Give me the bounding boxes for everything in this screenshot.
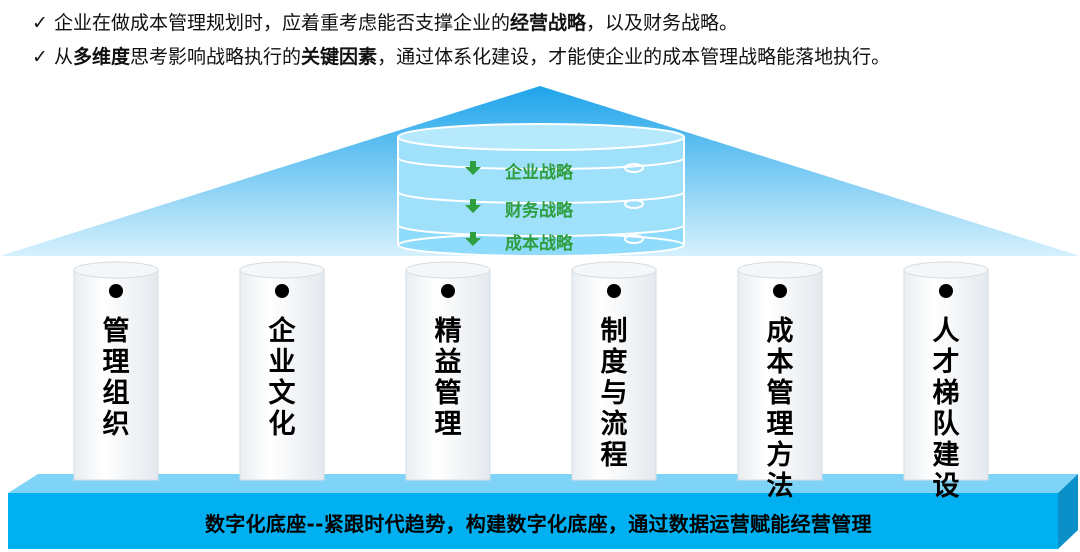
- pillar-bullet-icon: [773, 284, 787, 298]
- pillar-3: [405, 261, 491, 481]
- pillars: [73, 261, 989, 481]
- down-arrow-icon: [465, 199, 481, 213]
- pillar-bullet-icon: [441, 284, 455, 298]
- check-icon: ✓: [32, 46, 48, 68]
- pillar-4: [571, 261, 657, 481]
- status-oval-icon: [624, 199, 644, 209]
- pillar-bullet-icon: [109, 284, 123, 298]
- strategy-label-finance: 财务战略: [505, 201, 573, 221]
- pillar-label-cost-method: 成本管理方法: [766, 316, 794, 502]
- pillar-label-culture: 企业文化: [268, 316, 296, 440]
- pillar-1: [73, 261, 159, 481]
- status-oval-icon: [624, 163, 644, 173]
- strategy-label-cost: 成本战略: [505, 234, 573, 254]
- bullet-text: 企业在做成本管理规划时，应着重考虑能否支撑企业的: [54, 12, 511, 34]
- down-arrow-icon: [465, 232, 481, 246]
- pillar-label-lean: 精益管理: [434, 316, 462, 440]
- pillar-5: [737, 261, 823, 481]
- strategy-database: [397, 123, 685, 257]
- status-oval-icon: [624, 234, 644, 244]
- bullet-line-2: ✓ 从多维度思考影响战略执行的关键因素，通过体系化建设，才能使企业的成本管理战略能…: [32, 40, 890, 74]
- pillar-bullet-icon: [939, 284, 953, 298]
- bullet-emphasis: 多维度: [73, 46, 131, 68]
- pillar-label-organization: 管理组织: [102, 316, 130, 440]
- pillar-2: [239, 261, 325, 481]
- base-caption: 数字化底座--紧跟时代趋势，构建数字化底座，通过数据运营赋能经营管理: [205, 512, 872, 536]
- strategy-label-enterprise: 企业战略: [505, 163, 573, 183]
- pillar-6: [903, 261, 989, 481]
- bullet-emphasis: 关键因素: [301, 46, 378, 68]
- pillar-label-process: 制度与流程: [600, 316, 628, 471]
- bullet-text: 思考影响战略执行的: [130, 46, 302, 68]
- down-arrow-icon: [465, 161, 481, 175]
- bullet-line-1: ✓ 企业在做成本管理规划时，应着重考虑能否支撑企业的经营战略，以及财务战略。: [32, 6, 890, 40]
- check-icon: ✓: [32, 12, 48, 34]
- pillar-bullet-icon: [275, 284, 289, 298]
- bullet-text: 从: [54, 46, 74, 68]
- bullet-text: ，通过体系化建设，才能使企业的成本管理战略能落地执行。: [377, 46, 891, 68]
- bullet-list: ✓ 企业在做成本管理规划时，应着重考虑能否支撑企业的经营战略，以及财务战略。 ✓ 从…: [32, 6, 890, 74]
- pillar-label-talent: 人才梯队建设: [932, 316, 960, 502]
- bullet-text: ，以及财务战略。: [586, 12, 739, 34]
- pillar-bullet-icon: [607, 284, 621, 298]
- bullet-emphasis: 经营战略: [510, 12, 587, 34]
